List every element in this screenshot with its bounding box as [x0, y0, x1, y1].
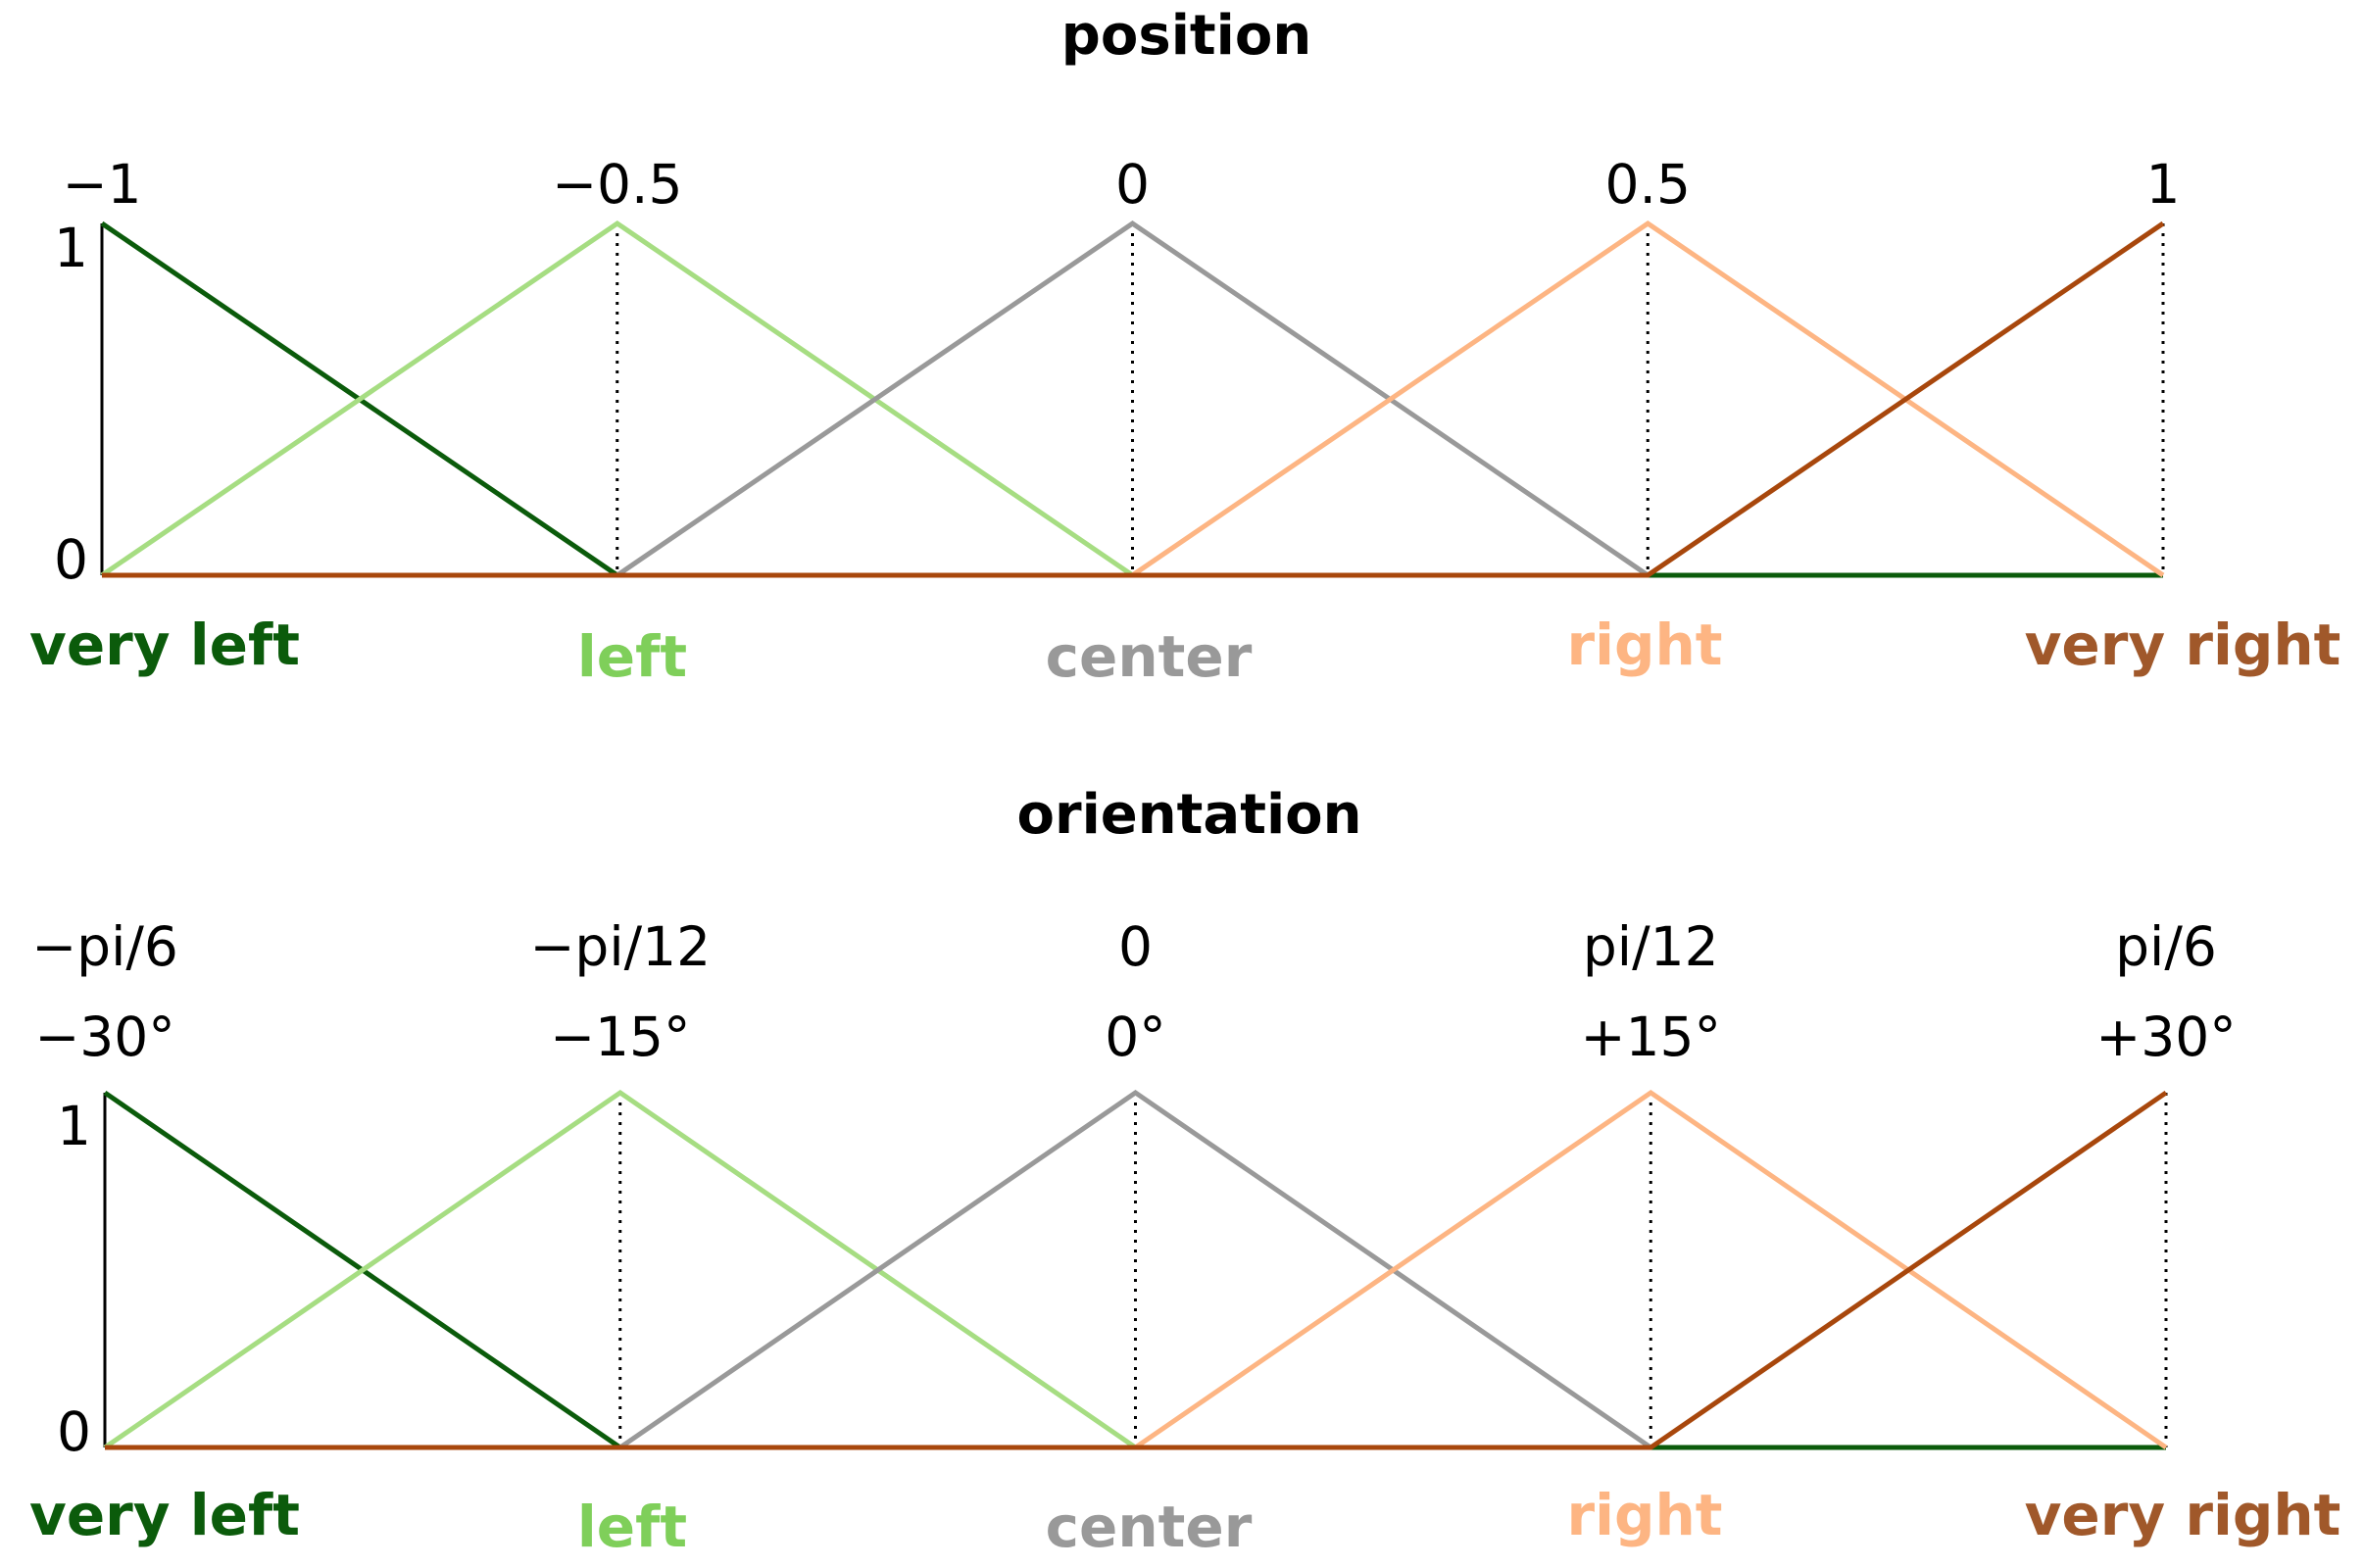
x-degree-label: +30° [2095, 1005, 2237, 1068]
chart-title: position [1061, 4, 1311, 68]
x-tick-label: −0.5 [552, 153, 683, 216]
series-line-right [1134, 1089, 2168, 1450]
category-label-center: center [1046, 1494, 1253, 1560]
x-degree-label: 0° [1105, 1005, 1166, 1068]
x-tick-label: pi/12 [1583, 915, 1719, 978]
x-tick-label: pi/6 [2115, 915, 2217, 978]
y-tick-label: 1 [54, 217, 88, 279]
series-line-left [100, 220, 1134, 578]
series-line-very-right [102, 220, 2165, 578]
category-label-left: left [577, 1494, 687, 1560]
series-line-very-left [100, 220, 2163, 578]
y-tick-label: 1 [57, 1095, 91, 1157]
series-line-left [103, 1089, 1137, 1450]
y-tick-label: 0 [57, 1400, 91, 1463]
chart-panel-position: position 1 0 −1 −0.5 0 0.5 1 very left left center… [29, 4, 2340, 690]
y-tick-label: 0 [54, 528, 88, 591]
category-label-right: right [1566, 612, 1722, 678]
x-tick-label: −pi/6 [31, 915, 178, 978]
x-degree-label: −30° [34, 1005, 175, 1068]
series-line-right [1131, 220, 2165, 578]
x-tick-label: −1 [62, 153, 141, 216]
category-label-very-right: very right [2025, 1482, 2341, 1548]
category-label-left: left [577, 623, 687, 690]
x-degree-label: −15° [550, 1005, 691, 1068]
category-label-very-right: very right [2025, 612, 2341, 678]
category-label-center: center [1046, 623, 1253, 690]
category-label-very-left: very left [29, 612, 300, 678]
x-tick-label: 1 [2146, 153, 2181, 216]
chart-panel-orientation: orientation 1 0 −pi/6 −pi/12 0 pi/12 pi/6 −30° −1… [29, 783, 2340, 1560]
series-line-center [616, 220, 1650, 578]
x-degree-label: +15° [1580, 1005, 1721, 1068]
x-tick-label: 0.5 [1605, 153, 1691, 216]
category-label-very-left: very left [29, 1482, 300, 1548]
series-line-very-right [105, 1090, 2168, 1450]
category-label-right: right [1566, 1482, 1722, 1548]
x-tick-label: 0 [1115, 153, 1150, 216]
series-line-center [618, 1089, 1652, 1450]
chart-title: orientation [1017, 783, 1362, 847]
x-tick-label: −pi/12 [529, 915, 711, 978]
x-tick-label: 0 [1118, 915, 1153, 978]
